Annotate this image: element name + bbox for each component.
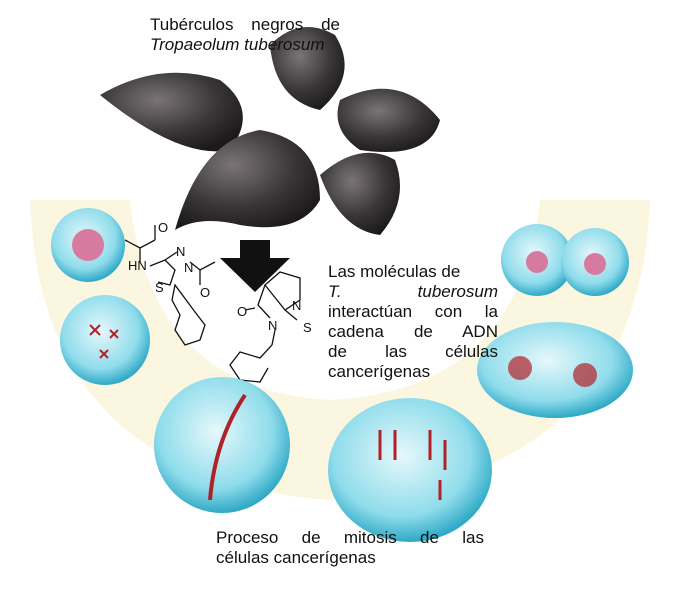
atom: N <box>184 260 193 275</box>
atom: O <box>200 285 210 300</box>
text-fragment: tuberosum <box>417 282 498 301</box>
down-arrow-icon <box>220 240 290 292</box>
text-line: cancerígenas <box>328 362 431 381</box>
atom: S <box>303 320 312 335</box>
title-species: Tropaeolum tuberosum <box>150 35 325 54</box>
atom: N <box>176 244 185 259</box>
mitosis-cells <box>51 208 633 542</box>
atom: O <box>158 220 168 235</box>
atom: N <box>268 318 277 333</box>
text-line: Proceso de mitosis de las <box>216 528 484 547</box>
atom: HN <box>128 258 147 273</box>
tubers-photo <box>100 27 440 235</box>
atom: O <box>237 304 247 319</box>
mitosis-text: Proceso de mitosis de las células cancer… <box>216 528 484 568</box>
text-line: interactúan con la <box>328 302 498 321</box>
interaction-text: Las moléculas de T. tuberosum interactúan… <box>328 262 498 382</box>
text-fragment: T. <box>328 282 342 301</box>
text-line: de las células <box>328 342 498 361</box>
atom: S <box>155 280 164 295</box>
title-line: Tubérculos negros de <box>150 15 340 34</box>
atom: N <box>292 298 301 313</box>
title: Tubérculos negros de Tropaeolum tuberosu… <box>150 15 340 55</box>
text-line: células cancerígenas <box>216 548 376 567</box>
text-line: cadena de ADN <box>328 322 498 341</box>
molecule-1 <box>124 225 216 346</box>
text-line: T. tuberosum <box>328 282 498 302</box>
text-line: Las moléculas de <box>328 262 461 281</box>
molecule-2 <box>229 271 301 383</box>
